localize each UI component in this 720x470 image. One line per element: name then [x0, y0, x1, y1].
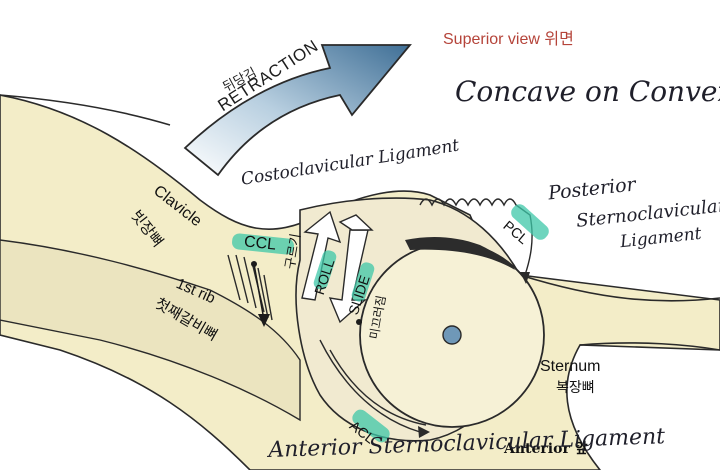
center-of-rotation-icon: [442, 325, 462, 345]
ccl-label: CCL: [243, 233, 277, 254]
pcl-ligament: [419, 198, 533, 276]
ligament-highlights: [232, 204, 549, 443]
sternum-label: Sternum: [540, 358, 601, 375]
roll-arrow: [301, 210, 342, 301]
sternum-korean-label: 복장뼈: [556, 380, 595, 396]
first-rib-bone: [0, 239, 301, 422]
concave-on-convex-note: Concave on Convex,,: [455, 75, 720, 108]
anterior-label: Anterior 앞: [504, 441, 588, 457]
retraction-arrow: [183, 44, 412, 177]
view-title: Superior view 위면: [443, 31, 574, 48]
slide-arrow: [328, 229, 369, 324]
acl-ligament: [319, 339, 421, 433]
